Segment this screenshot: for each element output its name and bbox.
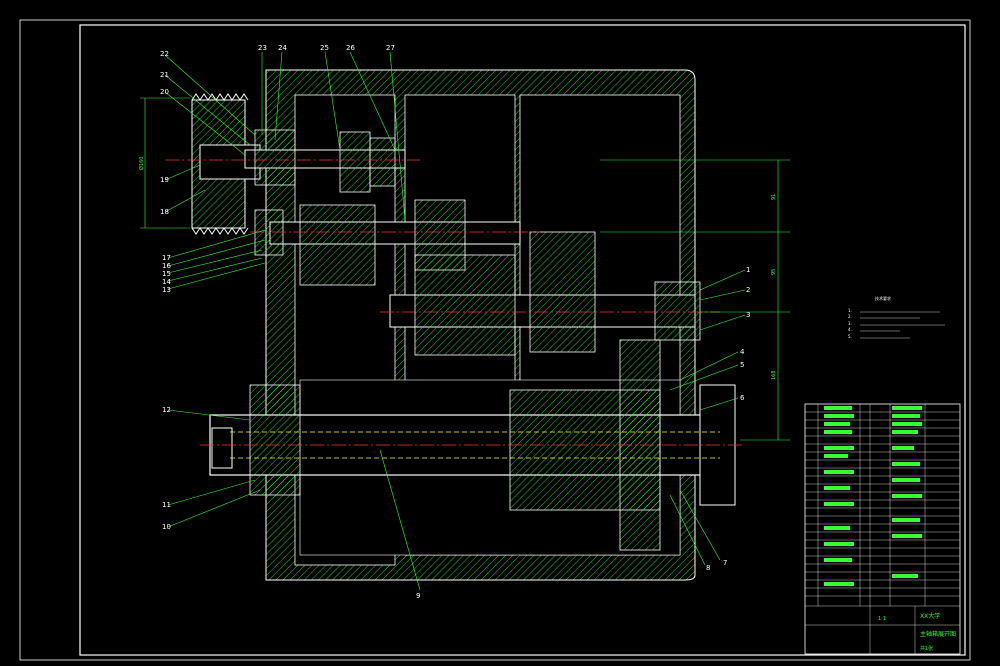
title-sheet: 共1张 xyxy=(920,645,933,652)
shaft-2 xyxy=(254,199,521,286)
part-10: 10 xyxy=(162,523,171,531)
part-14: 14 xyxy=(162,278,171,286)
part-6: 6 xyxy=(740,394,745,402)
leader-lines xyxy=(164,51,746,591)
part-27: 27 xyxy=(386,44,395,52)
title-drawing: 主轴箱展开图 xyxy=(920,630,956,638)
parts-list-table: XX大学 主轴箱展开图 1:1 共1张 xyxy=(804,403,961,655)
part-4: 4 xyxy=(740,348,745,356)
outer-frame xyxy=(19,19,971,661)
part-3: 3 xyxy=(746,311,750,319)
part-11: 11 xyxy=(162,501,171,509)
tech-note-5: 5. xyxy=(848,334,852,339)
part-16: 16 xyxy=(162,262,171,270)
center-lines xyxy=(165,159,745,446)
tech-note-2: 2. xyxy=(848,314,852,319)
part-25: 25 xyxy=(320,44,329,52)
part-8: 8 xyxy=(706,564,710,572)
dim-2: 95 xyxy=(771,269,777,275)
tech-note-1: 1. xyxy=(848,308,852,313)
part-19: 19 xyxy=(160,176,169,184)
part-20: 20 xyxy=(160,88,169,96)
dim-1: 91 xyxy=(771,194,777,200)
part-5: 5 xyxy=(740,361,744,369)
part-1: 1 xyxy=(746,266,750,274)
tech-note-3: 3. xyxy=(848,321,852,326)
part-12: 12 xyxy=(162,406,171,414)
inner-frame xyxy=(79,24,966,656)
hidden-lines xyxy=(230,431,720,459)
part-23: 23 xyxy=(258,44,267,52)
title-scale: 1:1 xyxy=(878,616,886,622)
part-17: 17 xyxy=(162,254,171,262)
dim-3: 168 xyxy=(771,370,777,380)
technical-requirements: 技术要求 1. 2. 3. 4. 5. xyxy=(848,295,945,339)
shaft-3 xyxy=(389,231,701,356)
part-15: 15 xyxy=(162,270,171,278)
part-9: 9 xyxy=(416,592,420,600)
tech-note-4: 4. xyxy=(848,327,852,332)
tech-req-title: 技术要求 xyxy=(875,295,891,301)
part-13: 13 xyxy=(162,286,171,294)
part-21: 21 xyxy=(160,71,169,79)
part-22: 22 xyxy=(160,50,169,58)
part-7: 7 xyxy=(723,559,727,567)
title-company: XX大学 xyxy=(920,612,940,620)
dimension-lines xyxy=(140,97,790,441)
dim-pulley-dia: Ø160 xyxy=(138,157,145,170)
part-26: 26 xyxy=(346,44,355,52)
part-18: 18 xyxy=(160,208,169,216)
input-shaft xyxy=(244,129,406,193)
part-2: 2 xyxy=(746,286,750,294)
part-24: 24 xyxy=(278,44,287,52)
